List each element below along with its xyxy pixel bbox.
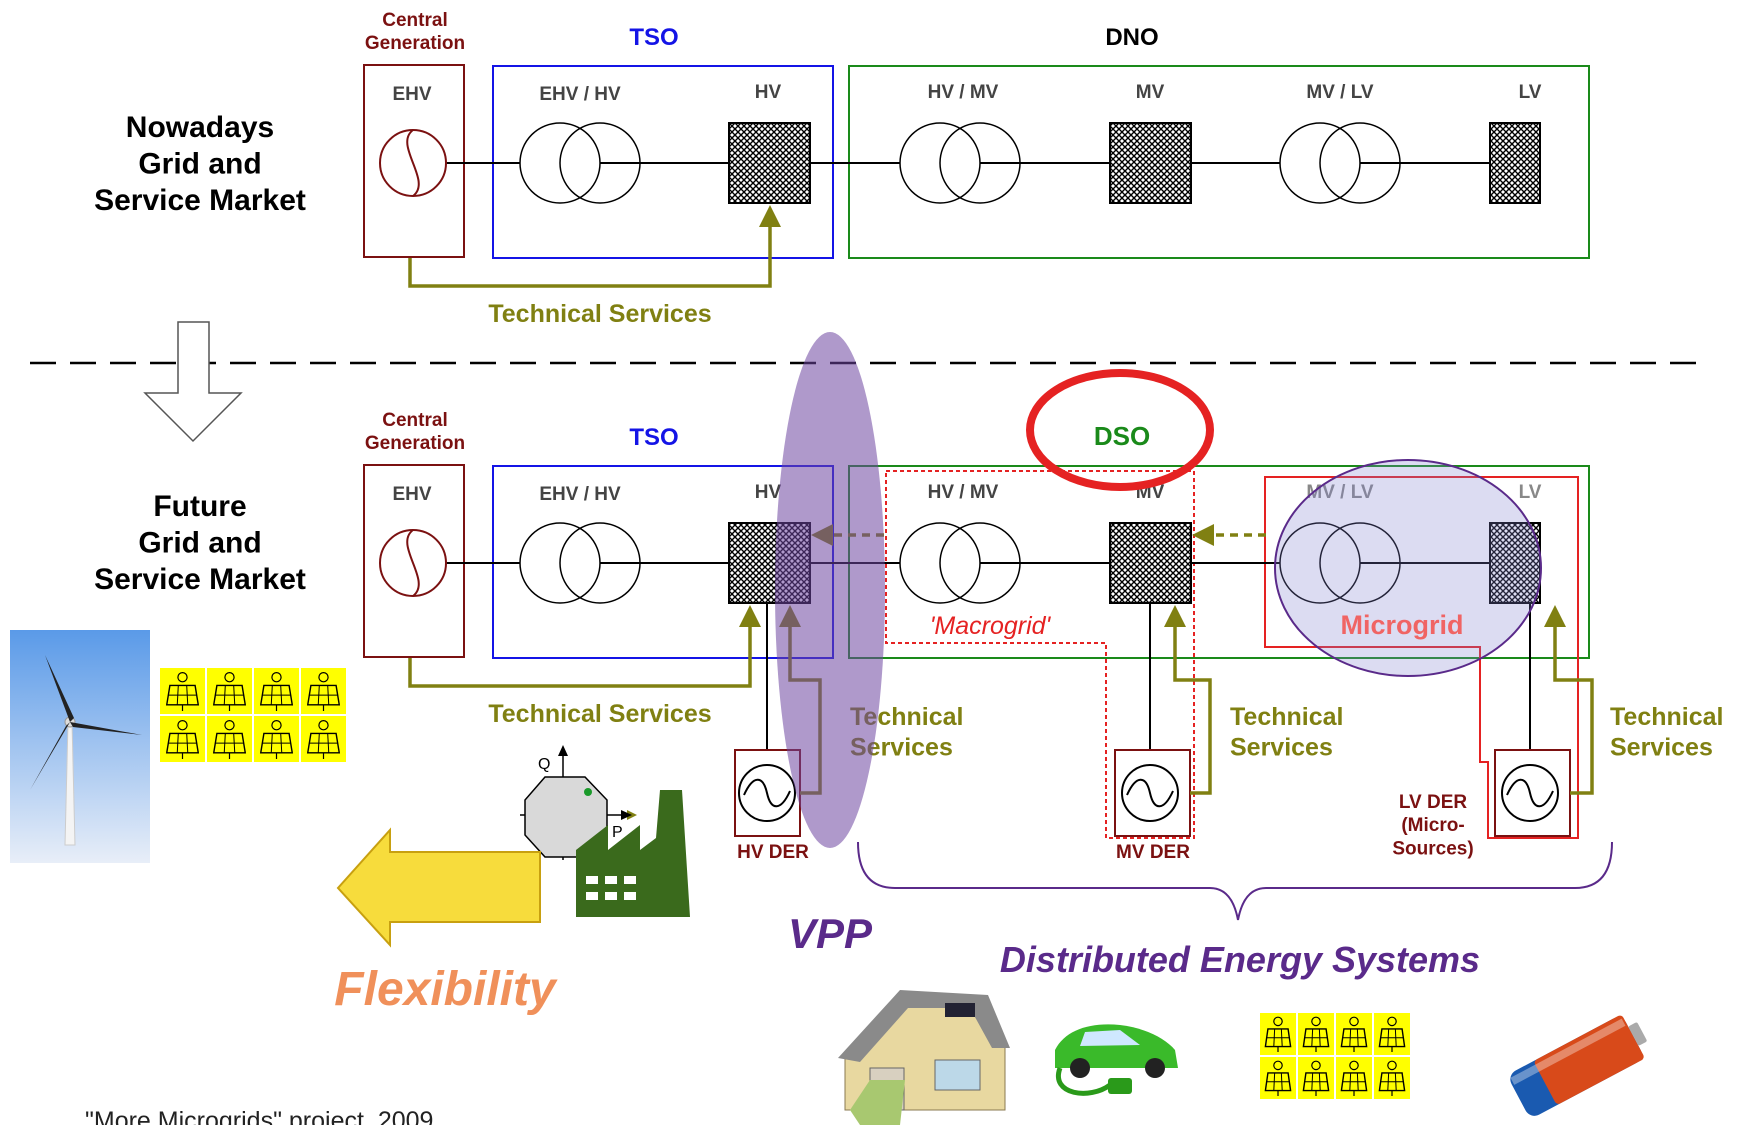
- electric-car-icon: [1055, 1024, 1178, 1096]
- top-hv-label: HV: [755, 82, 782, 103]
- solar-panel-icon: [1374, 1057, 1410, 1099]
- solar-panel-icon: [1336, 1057, 1372, 1099]
- solar-panel-icon: [301, 716, 346, 762]
- top-lv-bus-icon: [1489, 122, 1541, 204]
- solar-panel-icon: [1374, 1013, 1410, 1055]
- bottom-transformer-ehv-hv-icon: [519, 522, 641, 604]
- top-transformer-hv-mv-icon: [899, 122, 1021, 204]
- bottom-ehv-label: EHV: [392, 484, 431, 505]
- bottom-generator-icon: [379, 529, 447, 597]
- microgrid-ellipse: [1274, 459, 1542, 677]
- solar-panel-icon: [1298, 1057, 1334, 1099]
- top-ehv-hv-label: EHV / HV: [539, 84, 621, 105]
- hv-der-generator-icon: [738, 764, 796, 822]
- top-tso-label: TSO: [629, 24, 678, 51]
- bottom-ehv-hv-label: EHV / HV: [539, 484, 621, 505]
- bottom-central-generation-box: [363, 464, 465, 658]
- lv-der-label: LV DER(Micro-Sources): [1392, 792, 1473, 859]
- top-mv-label: MV: [1136, 82, 1165, 103]
- solar-panel-icon: [207, 668, 252, 714]
- battery-icon: [1510, 1015, 1647, 1116]
- solar-panel-icon: [207, 716, 252, 762]
- top-technical-services-label: Technical Services: [488, 300, 711, 328]
- footer-source-text: "More Microgrids" project, 2009: [85, 1107, 433, 1125]
- bottom-technical-services-arrow: [408, 605, 761, 688]
- factory-icon: [576, 790, 690, 917]
- solar-panels-left-icon: [160, 668, 346, 762]
- bottom-mv-lv-label: MV / LV: [1306, 482, 1374, 503]
- top-transformer-ehv-hv-icon: [519, 122, 641, 204]
- solar-panel-icon: [160, 668, 205, 714]
- macrogrid-region: [885, 470, 1195, 839]
- solar-panels-bottom-icon: [1260, 1013, 1410, 1099]
- vpp-label: VPP: [788, 910, 873, 957]
- top-lv-label: LV: [1519, 82, 1542, 103]
- pq-capability-icon: Q P: [520, 745, 637, 860]
- flexibility-arrow-icon: [336, 827, 541, 948]
- top-hv-bus-icon: [728, 122, 811, 204]
- solar-panel-icon: [160, 716, 205, 762]
- dso-highlight-ellipse: [1026, 369, 1214, 491]
- macrogrid-label: 'Macrogrid': [930, 612, 1052, 640]
- bottom-mv-bus-icon: [1109, 522, 1192, 604]
- solar-panel-icon: [254, 716, 299, 762]
- mv-der-technical-services-arrow: [1164, 605, 1212, 795]
- mv-der-generator-icon: [1121, 764, 1179, 822]
- bottom-technical-services-label: Technical Services: [488, 700, 711, 728]
- top-technical-services-arrow: [408, 205, 781, 288]
- bottom-tso-label: TSO: [629, 424, 678, 451]
- vpp-ellipse: [775, 332, 885, 848]
- top-transformer-mv-lv-icon: [1279, 122, 1401, 204]
- des-label: Distributed Energy Systems: [1000, 939, 1480, 980]
- top-ehv-label: EHV: [392, 84, 431, 105]
- pq-q-label: Q: [538, 756, 550, 773]
- solar-panel-icon: [301, 668, 346, 714]
- bottom-lv-label: LV: [1519, 482, 1542, 503]
- bottom-transformer-mv-lv-icon: [1279, 522, 1401, 604]
- microgrid-label: Microgrid: [1340, 610, 1463, 640]
- flexibility-label: Flexibility: [334, 963, 558, 1016]
- lv-der-technical-services-arrow: [1544, 605, 1594, 795]
- solar-panel-icon: [254, 668, 299, 714]
- top-hv-mv-label: HV / MV: [928, 82, 999, 103]
- bottom-hv-label: HV: [755, 482, 782, 503]
- solar-panel-icon: [1336, 1013, 1372, 1055]
- bottom-hv-mv-label: HV / MV: [928, 482, 999, 503]
- pq-p-label: P: [612, 824, 623, 841]
- solar-panel-icon: [1260, 1057, 1296, 1099]
- top-dno-label: DNO: [1105, 24, 1158, 51]
- top-generator-icon: [379, 129, 447, 197]
- bottom-transformer-hv-mv-icon: [899, 522, 1021, 604]
- des-brace: [857, 841, 1613, 921]
- top-central-generation-box: [363, 64, 465, 258]
- dso-label: DSO: [1094, 421, 1150, 451]
- solar-panel-icon: [1298, 1013, 1334, 1055]
- wind-turbine-image: [10, 630, 150, 863]
- lv-der-generator-icon: [1501, 764, 1559, 822]
- hv-der-label: HV DER: [737, 842, 809, 863]
- mv-der-label: MV DER: [1116, 842, 1190, 863]
- solar-panel-icon: [1260, 1013, 1296, 1055]
- microgrid-region: [1264, 476, 1579, 839]
- top-mv-bus-icon: [1109, 122, 1192, 204]
- transition-down-arrow: [143, 321, 243, 443]
- house-icon: [838, 990, 1010, 1125]
- top-mv-lv-label: MV / LV: [1306, 82, 1374, 103]
